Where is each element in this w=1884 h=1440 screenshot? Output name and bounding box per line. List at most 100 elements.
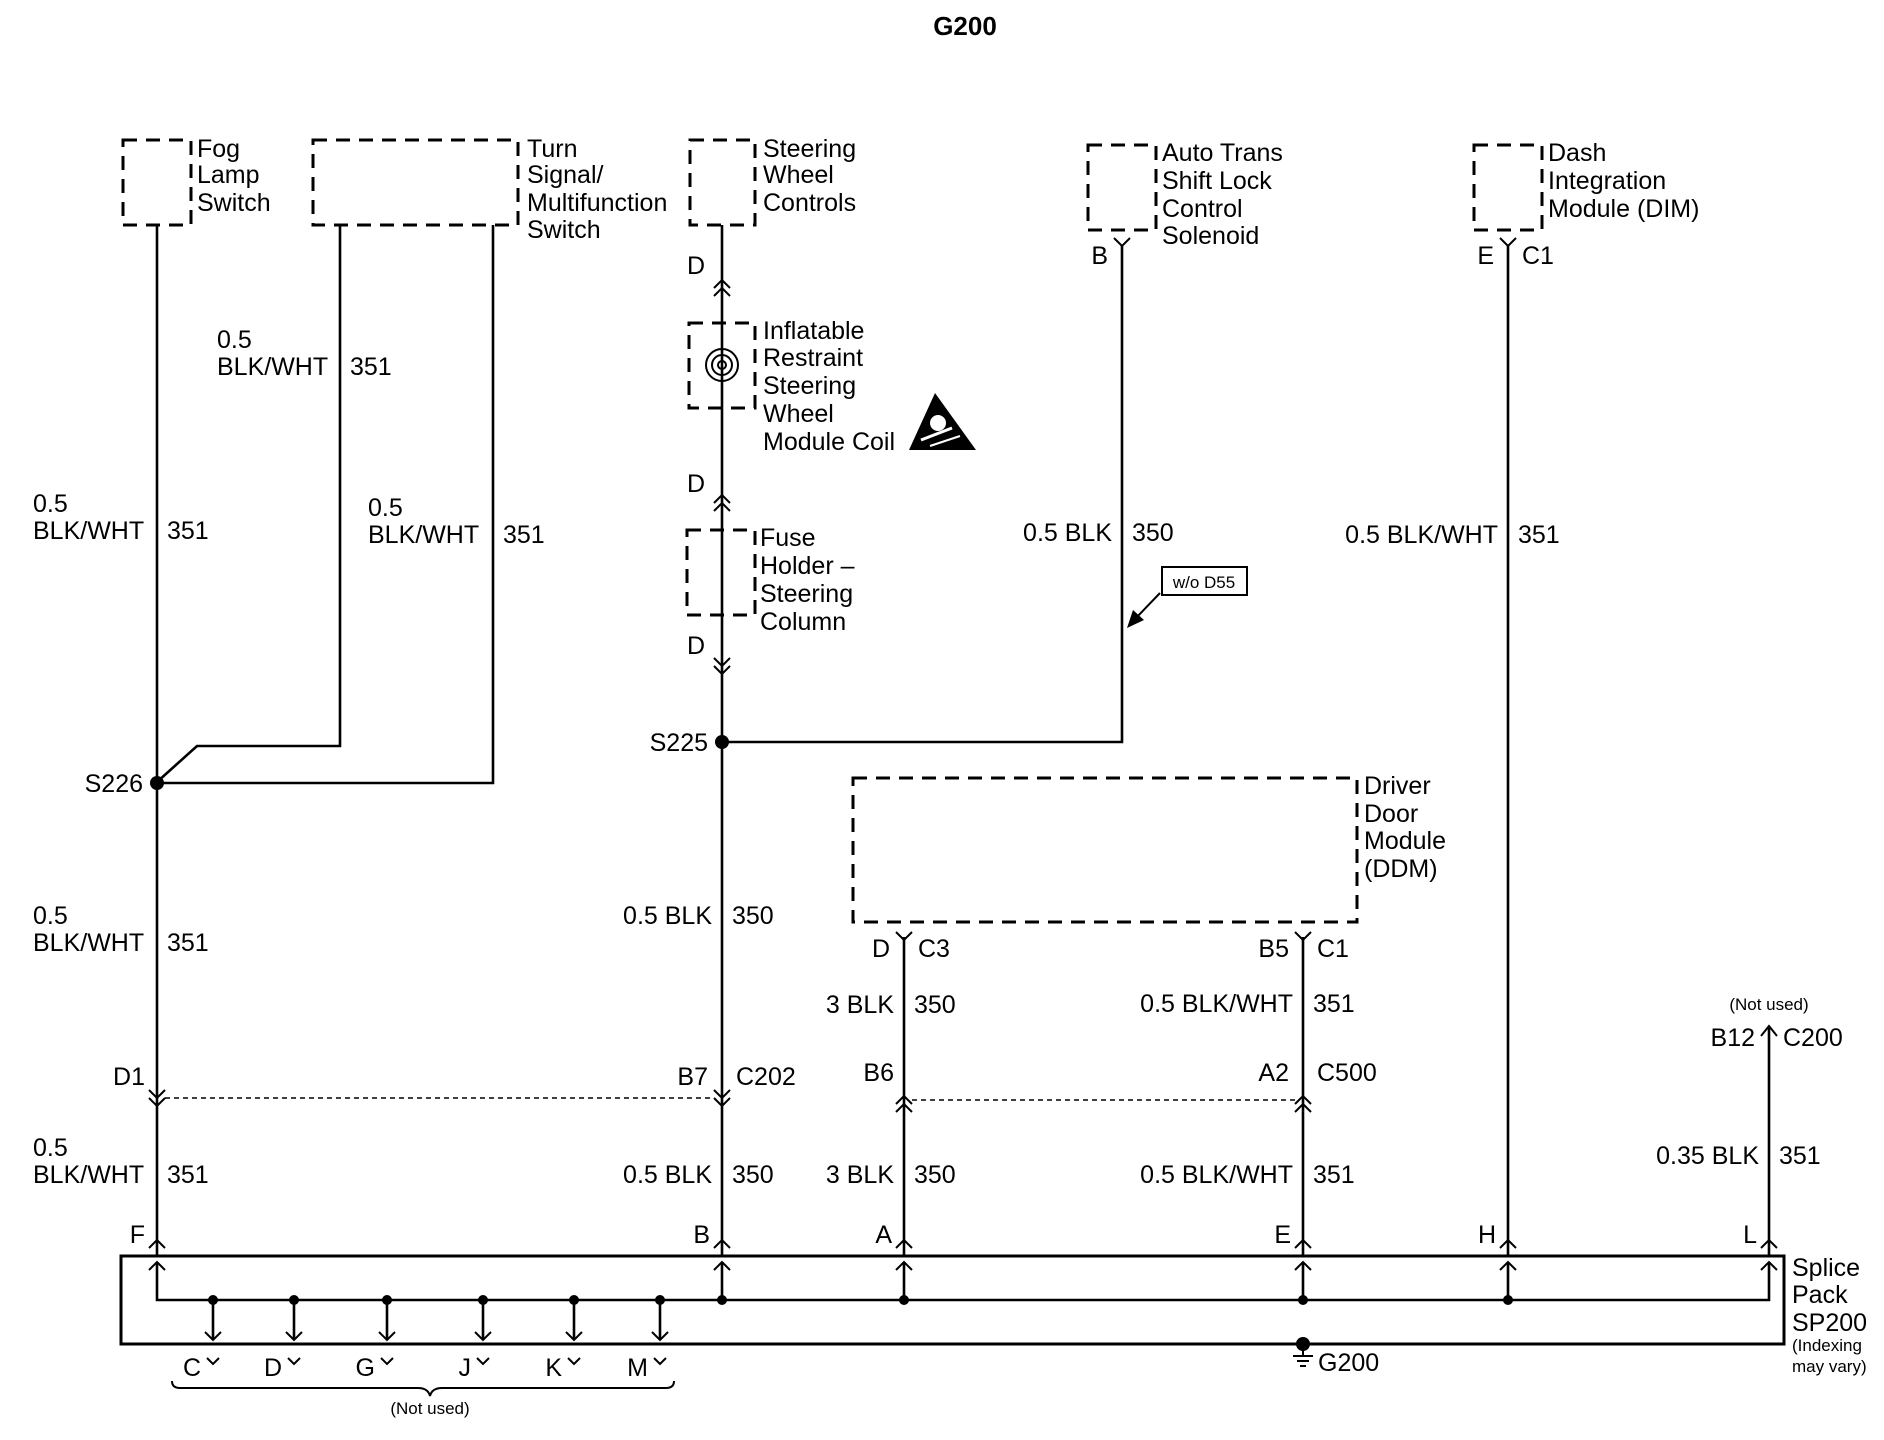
svg-text:0.5: 0.5 [33,1134,68,1162]
splice-s225-dot [715,735,729,749]
svg-text:Module Coil: Module Coil [763,428,895,456]
splice-s226-dot [150,776,164,790]
wire-label-turn-a: 0.5 BLK/WHT 351 [217,326,392,381]
svg-text:BLK/WHT: BLK/WHT [217,353,328,381]
pin-f-sp200: F [130,1221,145,1249]
svg-text:351: 351 [167,929,209,957]
svg-text:Inflatable: Inflatable [763,317,864,345]
svg-text:Wheel: Wheel [763,400,834,428]
steering-wheel-controls-label: Steering Wheel Controls [763,135,856,217]
inflatable-restraint-coil-label: Inflatable Restraint Steering Wheel Modu… [763,317,895,456]
splice-s226-label: S226 [85,770,143,798]
wire-label-ddm-350-upper: 3 BLK 350 [826,991,956,1019]
svg-text:351: 351 [350,353,392,381]
svg-text:Driver: Driver [1364,772,1431,800]
wire-351-turn-b [157,225,495,785]
splice-pack-pin-chevrons [148,1238,1778,1249]
pin-c1-ddm: C1 [1317,935,1349,963]
diagram-title: G200 [933,11,997,41]
svg-text:Switch: Switch [197,189,271,217]
c200-not-used-note: (Not used) [1729,995,1808,1014]
svg-text:351: 351 [167,517,209,545]
wire-label-left-middle: 0.5 BLK/WHT 351 [33,902,209,957]
pin-c-sp200: C [183,1354,201,1382]
splice-pack-indexing-note: (Indexing may vary) [1792,1336,1867,1376]
svg-text:0.5 BLK: 0.5 BLK [1023,519,1112,547]
svg-text:Module (DIM): Module (DIM) [1548,195,1699,223]
pin-b-sp200: B [693,1221,710,1249]
wo-d55-callout: w/o D55 [1127,566,1248,628]
pin-d-sp200: D [264,1354,282,1382]
steering-wheel-controls-box [688,138,757,227]
pin-d1-c202: D1 [113,1063,145,1091]
svg-text:Pack: Pack [1792,1281,1848,1309]
svg-text:Module: Module [1364,827,1446,855]
svg-text:0.5: 0.5 [33,902,68,930]
wire-label-dim: 0.5 BLK/WHT 351 [1345,521,1560,549]
pin-h-sp200: H [1478,1221,1496,1249]
unused-pins-chevrons [206,1357,667,1366]
wire-label-c200: 0.35 BLK 351 [1656,1142,1821,1170]
svg-text:BLK/WHT: BLK/WHT [33,929,144,957]
svg-text:Restraint: Restraint [763,344,863,372]
pin-e-sp200: E [1274,1221,1291,1249]
pin-g-sp200: G [356,1354,375,1382]
pin-b12-c200: B12 [1711,1024,1755,1052]
svg-text:Fog: Fog [197,135,240,163]
dim-label: Dash Integration Module (DIM) [1548,139,1699,223]
svg-text:Control: Control [1162,195,1243,223]
svg-text:BLK/WHT: BLK/WHT [33,1161,144,1189]
wire-351-turn-a [156,225,342,783]
wire-label-ddm-351-upper: 0.5 BLK/WHT 351 [1140,990,1355,1018]
svg-text:3 BLK: 3 BLK [826,1161,894,1189]
svg-text:350: 350 [732,1161,774,1189]
wire-label-center-middle: 0.5 BLK 350 [623,902,774,930]
pin-l-sp200: L [1743,1221,1757,1249]
ddm-label: Driver Door Module (DDM) [1364,772,1446,883]
wire-label-left-upper: 0.5 BLK/WHT 351 [33,490,209,545]
svg-text:Auto Trans: Auto Trans [1162,139,1283,167]
svg-text:Turn: Turn [527,135,577,163]
svg-text:0.5: 0.5 [368,494,403,522]
splice-s225-label: S225 [650,729,708,757]
pin-d-ddm: D [872,935,890,963]
ddm-box [851,776,1359,924]
svg-text:0.5 BLK/WHT: 0.5 BLK/WHT [1140,990,1293,1018]
svg-text:0.5 BLK: 0.5 BLK [623,902,712,930]
svg-text:351: 351 [1313,990,1355,1018]
wire-label-ddm-350-lower: 3 BLK 350 [826,1161,956,1189]
pin-c1-dim: C1 [1522,242,1554,270]
svg-text:0.5 BLK/WHT: 0.5 BLK/WHT [1140,1161,1293,1189]
svg-text:w/o D55: w/o D55 [1172,573,1235,592]
pin-m-sp200: M [627,1354,648,1382]
c200-arrow [1760,1024,1778,1037]
dim-box [1472,143,1544,232]
pin-j-sp200: J [459,1354,472,1382]
connector-chevrons-center [713,278,731,1108]
turn-signal-switch-label: Turn Signal/ Multifunction Switch [527,135,667,244]
svg-text:350: 350 [914,1161,956,1189]
wire-label-left-lower: 0.5 BLK/WHT 351 [33,1134,209,1189]
pin-b6-c500: B6 [863,1059,894,1087]
svg-text:Door: Door [1364,800,1418,828]
splice-pack-bus [155,1262,1771,1302]
svg-text:(Indexing: (Indexing [1792,1336,1862,1355]
pin-a2-c500: A2 [1258,1059,1289,1087]
svg-text:0.35 BLK: 0.35 BLK [1656,1142,1759,1170]
fog-lamp-switch-label: Fog Lamp Switch [197,135,271,217]
svg-text:0.5 BLK: 0.5 BLK [623,1161,712,1189]
svg-text:Integration: Integration [1548,167,1666,195]
svg-text:3 BLK: 3 BLK [826,991,894,1019]
svg-text:Lamp: Lamp [197,161,260,189]
unused-pins-brace [171,1380,675,1397]
turn-signal-switch-box [311,138,520,227]
svg-text:351: 351 [1779,1142,1821,1170]
svg-text:Controls: Controls [763,189,856,217]
connector-chevrons-top [1113,237,1517,248]
svg-text:351: 351 [503,521,545,549]
ground-symbol-icon [1293,1337,1313,1367]
svg-text:Splice: Splice [1792,1254,1860,1282]
pin-b7-c202: B7 [677,1063,708,1091]
splice-pack-unused-stubs [204,1300,669,1342]
svg-text:BLK/WHT: BLK/WHT [368,521,479,549]
